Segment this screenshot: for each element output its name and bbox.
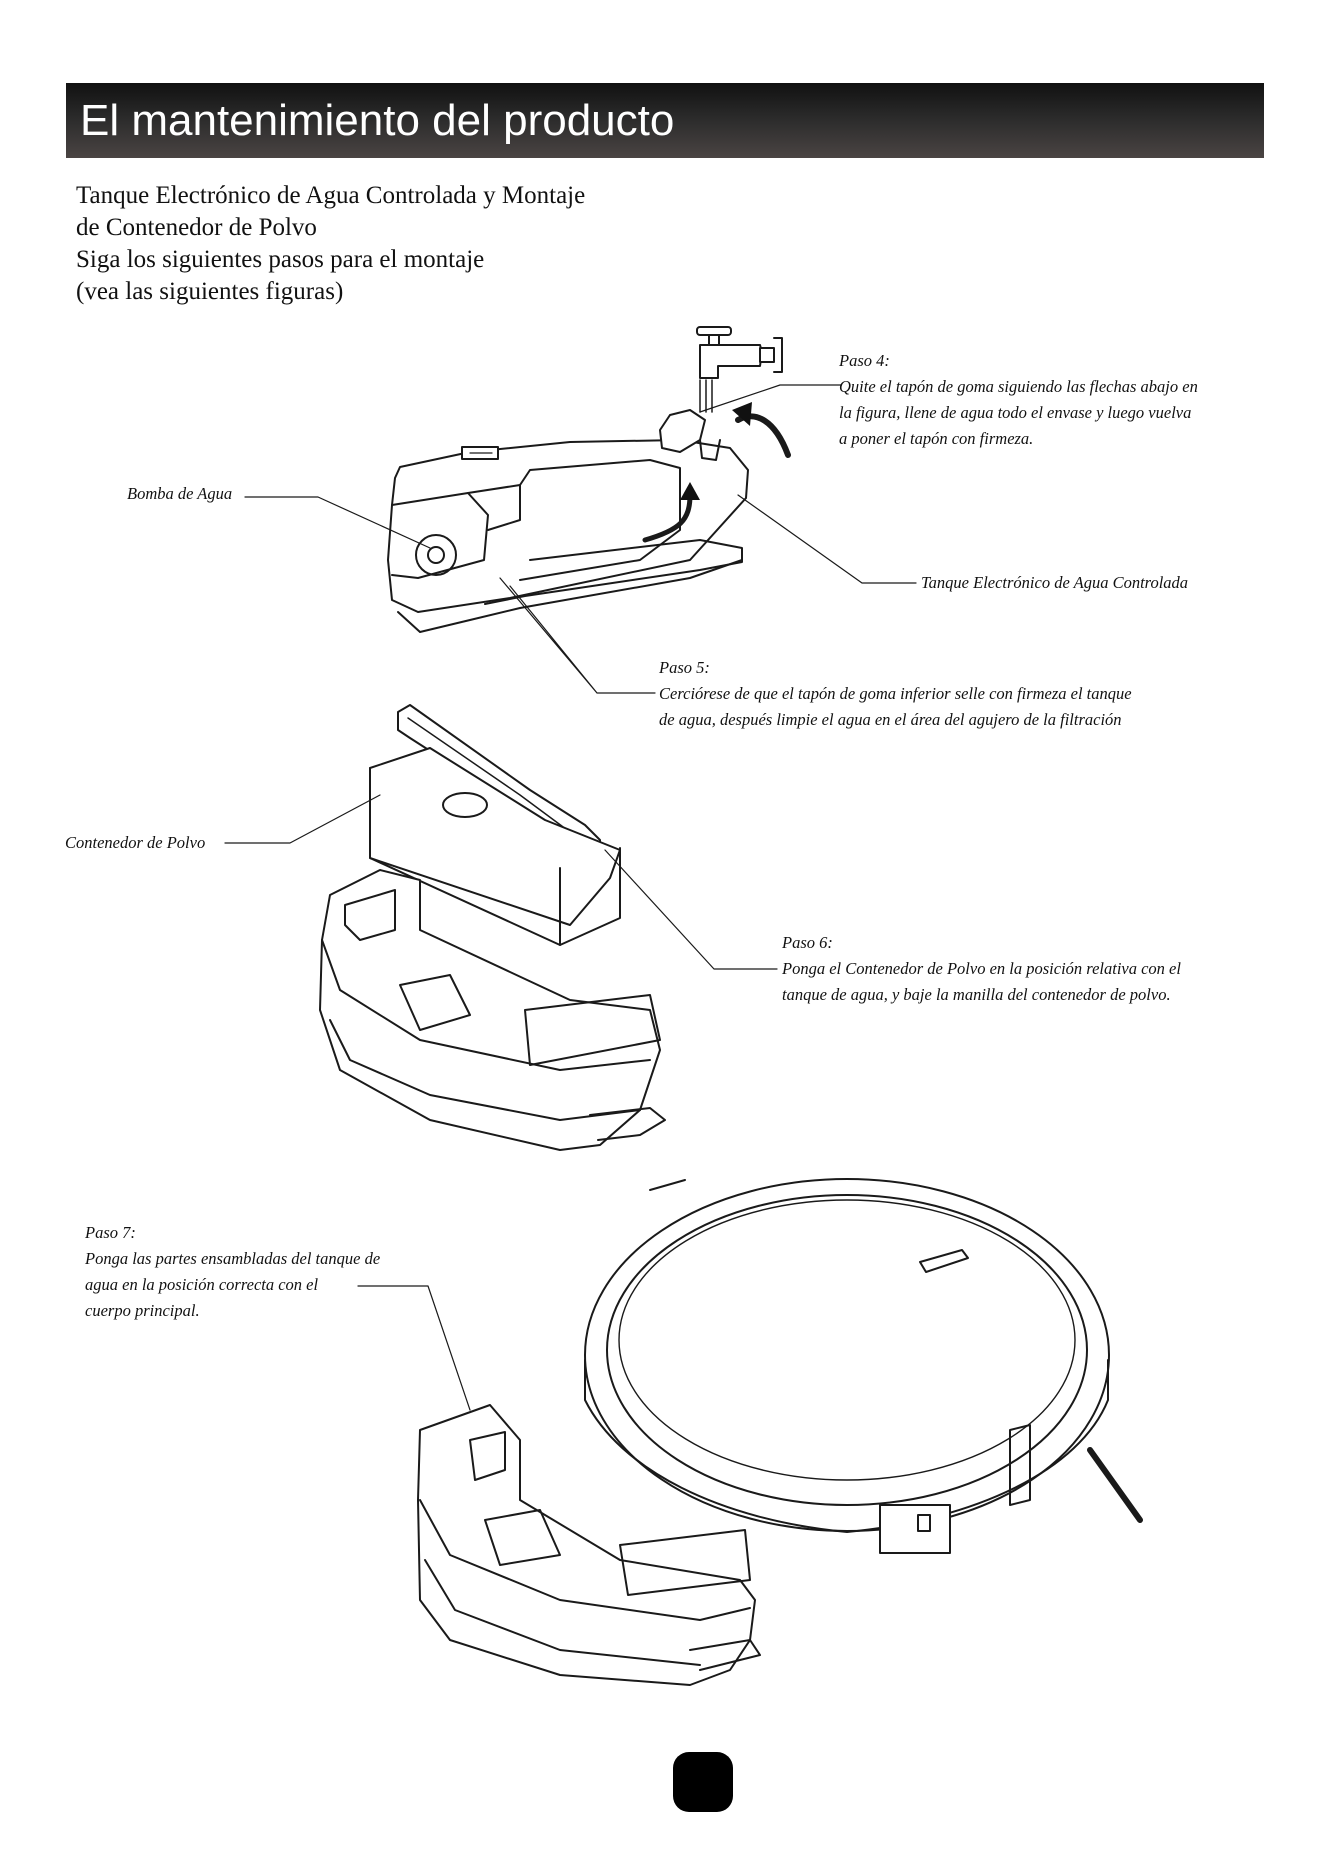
label-tanque-electronico: Tanque Electrónico de Agua Controlada [921, 573, 1189, 592]
step-line: cuerpo principal. [85, 1301, 200, 1320]
step-line: Ponga las partes ensambladas del tanque … [85, 1249, 381, 1268]
label-bomba-de-agua: Bomba de Agua [127, 484, 233, 503]
robot-body-figure [417, 1178, 1143, 1686]
dust-container-figure [319, 704, 666, 1151]
label-contenedor-de-polvo: Contenedor de Polvo [65, 833, 206, 852]
step-title: Paso 7: [85, 1223, 136, 1242]
intro-line: de Contenedor de Polvo [76, 214, 317, 241]
leader-lines [224, 384, 917, 1411]
step-line: agua en la posición correcta con el [85, 1275, 319, 1294]
intro-text: Tanque Electrónico de Agua Controlada y … [76, 180, 585, 308]
step-line: la figura, llene de agua todo el envase … [839, 403, 1192, 422]
step-7-caption: Paso 7: Ponga las partes ensambladas del… [85, 1220, 380, 1324]
step-line: Quite el tapón de goma siguiendo las fle… [839, 377, 1198, 396]
title-banner: El mantenimiento del producto [66, 83, 1264, 158]
step-line: Ponga el Contenedor de Polvo en la posic… [782, 959, 1181, 978]
intro-line: Tanque Electrónico de Agua Controlada y … [76, 182, 586, 209]
intro-line: Siga los siguientes pasos para el montaj… [76, 246, 485, 273]
step-title: Paso 5: [659, 658, 710, 677]
step-line: a poner el tapón con firmeza. [839, 429, 1034, 448]
intro-line: (vea las siguientes figuras) [76, 278, 344, 305]
step-line: Cerciórese de que el tapón de goma infer… [659, 684, 1132, 703]
page-title: El mantenimiento del producto [80, 96, 675, 145]
step-line: de agua, después limpie el agua en el ár… [659, 710, 1122, 729]
page-number-badge [673, 1752, 733, 1812]
step-title: Paso 6: [782, 933, 833, 952]
step-5-caption: Paso 5: Cerciórese de que el tapón de go… [659, 655, 1132, 733]
step-4-caption: Paso 4: Quite el tapón de goma siguiendo… [839, 348, 1198, 452]
step-6-caption: Paso 6: Ponga el Contenedor de Polvo en … [782, 930, 1181, 1008]
step-title: Paso 4: [839, 351, 890, 370]
faucet-icon [696, 326, 783, 413]
water-tank-figure [387, 326, 791, 633]
step-line: tanque de agua, y baje la manilla del co… [782, 985, 1171, 1004]
